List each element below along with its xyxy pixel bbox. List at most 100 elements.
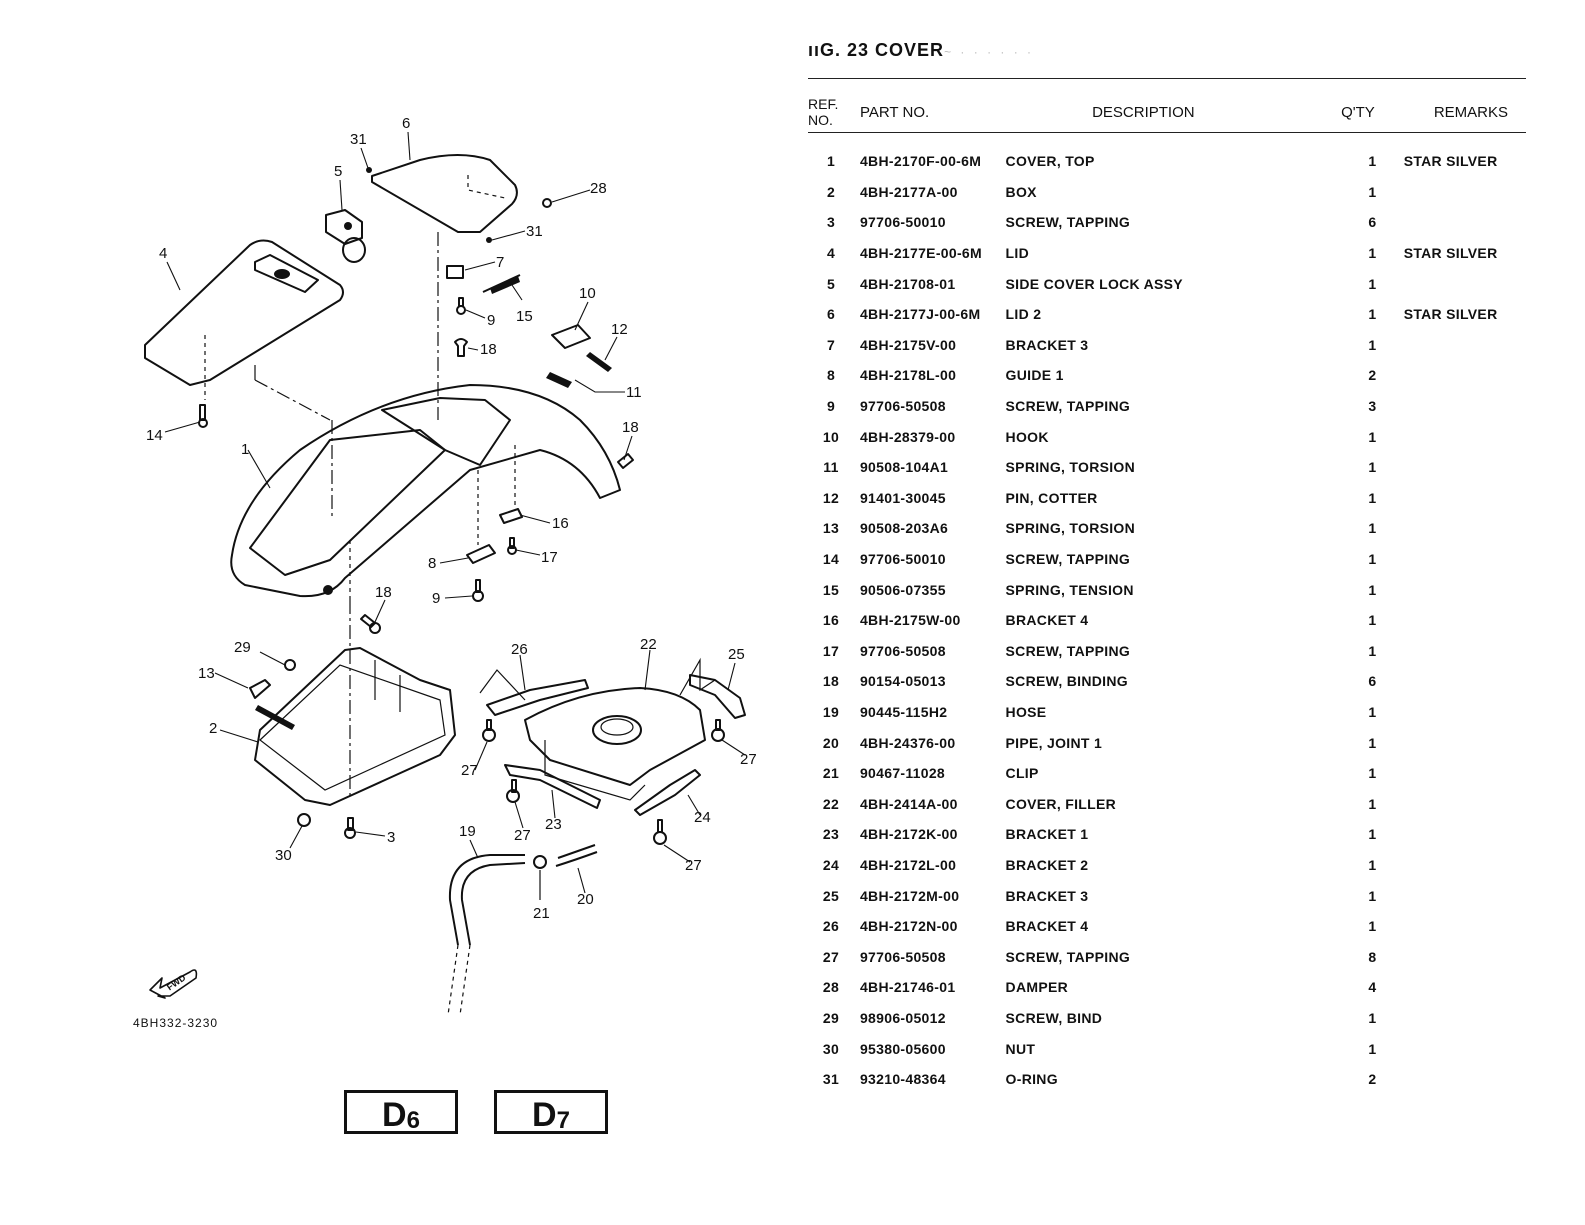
- cell-ref-no: 31: [822, 1071, 840, 1088]
- header-remarks: REMARKS: [1433, 103, 1508, 121]
- drawing-code: 4BH332-3230: [133, 1016, 219, 1030]
- cell-qty: 1: [1368, 459, 1377, 476]
- callout-27: 27: [740, 751, 757, 768]
- callout-28: 28: [590, 180, 607, 197]
- cell-part-no: 4BH-21708-01: [859, 275, 956, 292]
- cell-qty: 1: [1368, 153, 1377, 170]
- part-cover-top: [230, 384, 621, 800]
- cell-part-no: 90506-07355: [859, 581, 946, 598]
- cell-remarks: [1404, 1033, 1530, 1064]
- header-part-no: PART NO.: [859, 103, 930, 121]
- callout-11: 11: [626, 384, 642, 401]
- cell-qty: 1: [1368, 428, 1377, 445]
- cell-ref-no: 22: [822, 795, 840, 812]
- page-ref-d7[interactable]: D7: [494, 1090, 608, 1134]
- cell-remarks: [1404, 513, 1530, 544]
- cell-qty: 1: [1368, 765, 1377, 782]
- cell-ref-no: 20: [822, 734, 840, 751]
- cell-qty: 1: [1368, 551, 1377, 568]
- cell-ref-no: 11: [823, 459, 839, 476]
- callout-27: 27: [514, 827, 531, 844]
- cell-description: BRACKET 1: [1005, 826, 1089, 843]
- cell-remarks: [1404, 544, 1530, 575]
- cell-ref-no: 12: [822, 489, 840, 506]
- cell-qty: 1: [1368, 245, 1377, 262]
- cell-description: SCREW, BINDING: [1005, 673, 1128, 690]
- cell-qty: 1: [1368, 1040, 1377, 1057]
- cell-part-no: 93210-48364: [859, 1071, 946, 1088]
- cell-part-no: 4BH-2172M-00: [859, 887, 960, 904]
- cell-ref-no: 21: [822, 765, 840, 782]
- cell-qty: 1: [1368, 1009, 1377, 1026]
- cell-part-no: 97706-50010: [859, 551, 946, 568]
- callout-30: 30: [275, 847, 292, 864]
- cell-description: GUIDE 1: [1005, 367, 1064, 384]
- page-ref-d6[interactable]: D6: [344, 1090, 458, 1134]
- cell-qty: 1: [1368, 306, 1377, 323]
- cell-qty: 1: [1368, 918, 1377, 935]
- cell-part-no: 4BH-28379-00: [859, 428, 956, 445]
- cell-ref-no: 17: [822, 642, 840, 659]
- callout-24: 24: [694, 809, 711, 826]
- cell-part-no: 4BH-2170F-00-6M: [859, 153, 982, 170]
- cell-remarks: [1404, 819, 1530, 850]
- cell-qty: 2: [1368, 367, 1377, 384]
- callout-31: 31: [350, 131, 367, 148]
- page-ref-letter: D: [382, 1096, 407, 1134]
- cell-description: BRACKET 3: [1005, 336, 1089, 353]
- cell-qty: 1: [1368, 336, 1377, 353]
- cell-ref-no: 19: [822, 703, 840, 720]
- cell-qty: 1: [1368, 826, 1377, 843]
- header-qty: Q'TY: [1341, 103, 1375, 121]
- cell-remarks: [1404, 972, 1530, 1003]
- cell-remarks: [1404, 268, 1530, 299]
- cell-part-no: 4BH-21746-01: [859, 979, 956, 996]
- callout-12: 12: [611, 321, 628, 338]
- callout-10: 10: [579, 285, 596, 302]
- cell-qty: 1: [1368, 795, 1377, 812]
- cell-ref-no: 6: [826, 306, 836, 323]
- callout-27: 27: [685, 857, 702, 874]
- cell-qty: 1: [1368, 612, 1377, 629]
- cell-description: BOX: [1005, 183, 1037, 200]
- cell-ref-no: 27: [822, 948, 840, 965]
- cell-remarks: [1404, 850, 1530, 881]
- cell-remarks: [1404, 1003, 1530, 1034]
- callout-20: 20: [577, 891, 594, 908]
- callout-26: 26: [511, 641, 528, 658]
- cell-description: O-RING: [1005, 1071, 1058, 1088]
- cell-remarks: [1404, 788, 1530, 819]
- cell-ref-no: 3: [826, 214, 836, 231]
- brackets: [479, 657, 746, 816]
- part-lid-2: [371, 154, 518, 420]
- figure-name: COVER: [875, 40, 945, 60]
- cell-part-no: 4BH-2177J-00-6M: [859, 306, 981, 323]
- cell-ref-no: 9: [826, 398, 836, 415]
- cell-remarks: [1404, 605, 1530, 636]
- cell-part-no: 4BH-2175V-00: [859, 336, 957, 353]
- cell-ref-no: 24: [822, 856, 840, 873]
- part-lid: [144, 239, 344, 421]
- cell-part-no: 4BH-2414A-00: [859, 795, 958, 812]
- cell-part-no: 97706-50508: [859, 398, 946, 415]
- cell-qty: 1: [1368, 183, 1377, 200]
- cell-part-no: 90445-115H2: [859, 703, 948, 720]
- header-rule-top: [808, 78, 1526, 79]
- cell-description: BRACKET 4: [1005, 612, 1089, 629]
- callout-16: 16: [552, 515, 569, 532]
- cell-qty: 2: [1368, 1071, 1377, 1088]
- cell-remarks: [1404, 697, 1530, 728]
